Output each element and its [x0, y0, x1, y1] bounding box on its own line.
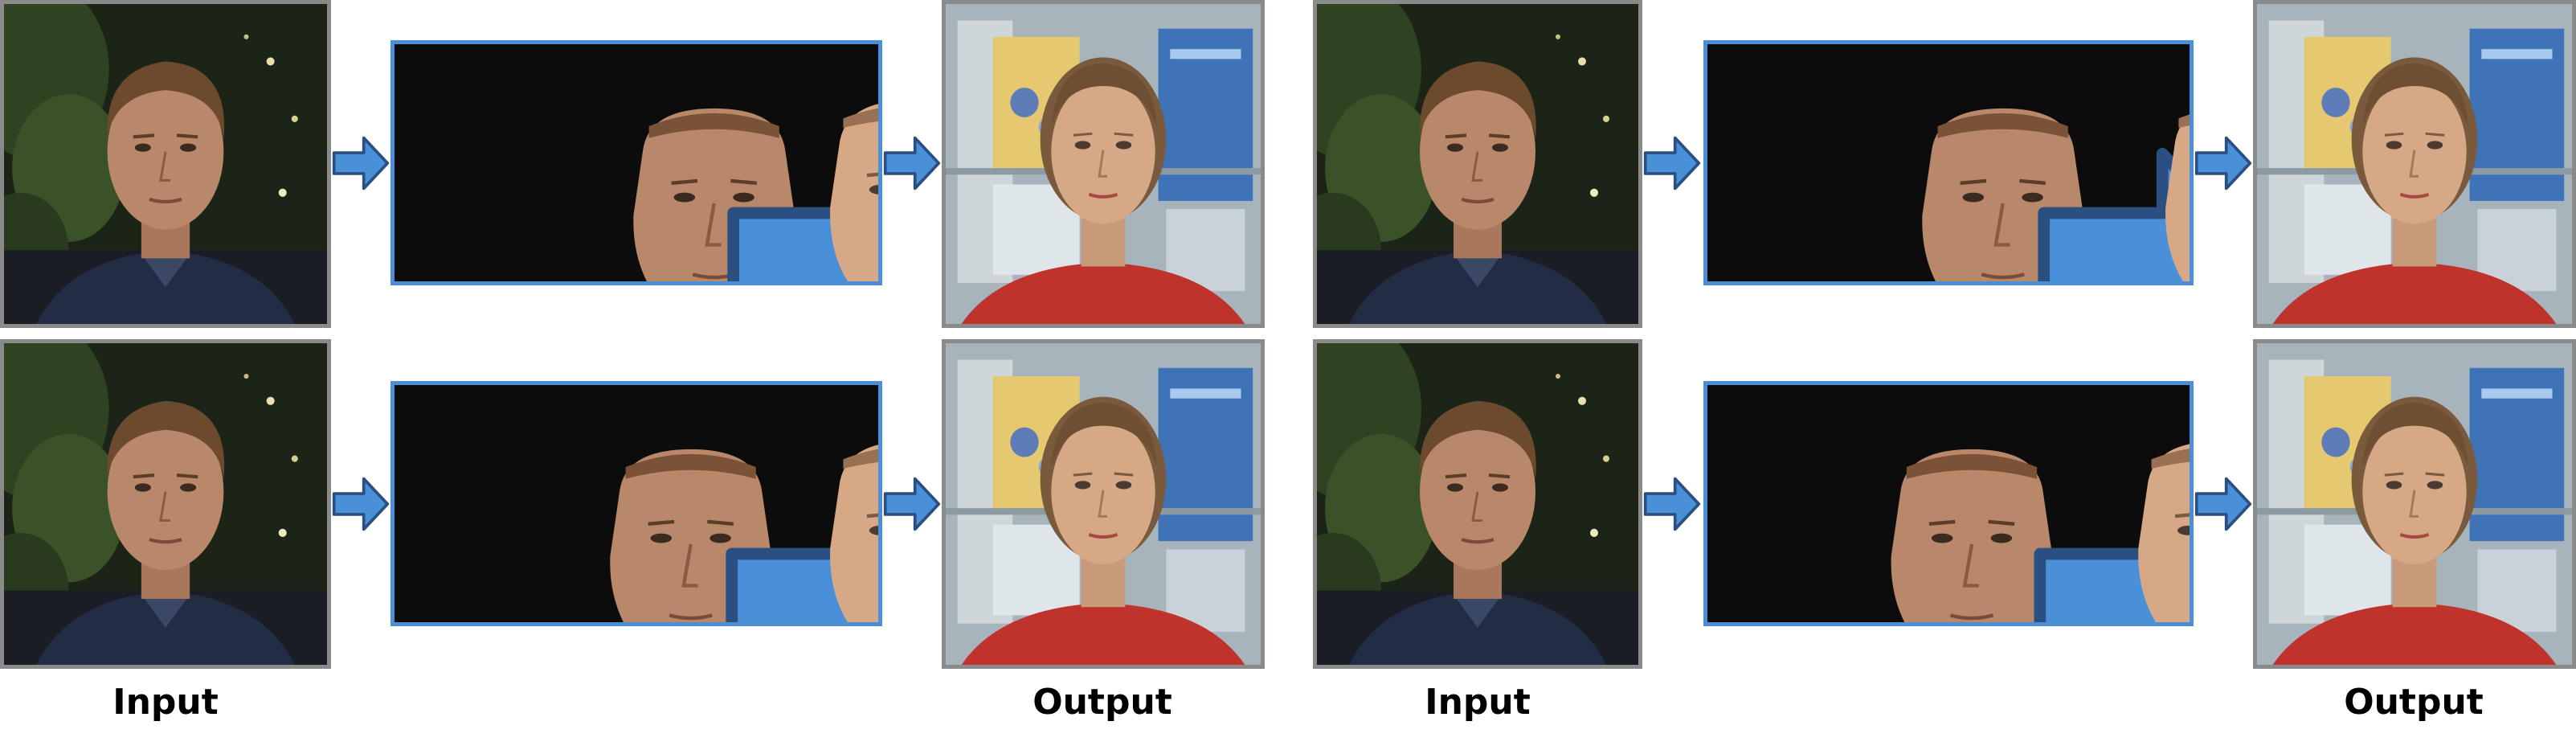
- face-model-panel-left-bottom: [390, 381, 882, 626]
- target-face-mask: [830, 100, 878, 281]
- face-model-panel-right-bottom: [1703, 381, 2194, 626]
- face-model-panel-right-top: [1703, 40, 2194, 285]
- input-photo-right-top: [1313, 0, 1642, 328]
- target-face-mask: [2138, 441, 2190, 622]
- right-arrow-icon: [2194, 133, 2253, 193]
- right-arrow-icon: [331, 474, 390, 534]
- right-arrow-icon: [882, 133, 942, 193]
- output-photo-right-bottom: [2253, 339, 2576, 669]
- face-model-panel-left-top: [390, 40, 882, 285]
- target-face-mask: [830, 441, 878, 622]
- right-arrow-icon: [2194, 474, 2253, 534]
- output-label-right: Output: [2344, 682, 2484, 723]
- output-label-left: Output: [1032, 682, 1172, 723]
- output-photo-left-top: [942, 0, 1265, 328]
- source-face-mask: [1891, 449, 2053, 622]
- input-label-left: Input: [112, 682, 219, 723]
- output-photo-left-bottom: [942, 339, 1265, 669]
- input-label-right: Input: [1425, 682, 1531, 723]
- input-photo-left-bottom: [0, 339, 331, 669]
- right-arrow-icon: [331, 133, 390, 193]
- right-arrow-icon: [1642, 133, 1702, 193]
- right-arrow-icon: [882, 474, 942, 534]
- right-arrow-icon: [1642, 474, 1702, 534]
- input-photo-left-top: [0, 0, 331, 328]
- output-photo-right-top: [2253, 0, 2576, 328]
- input-photo-right-bottom: [1313, 339, 1642, 669]
